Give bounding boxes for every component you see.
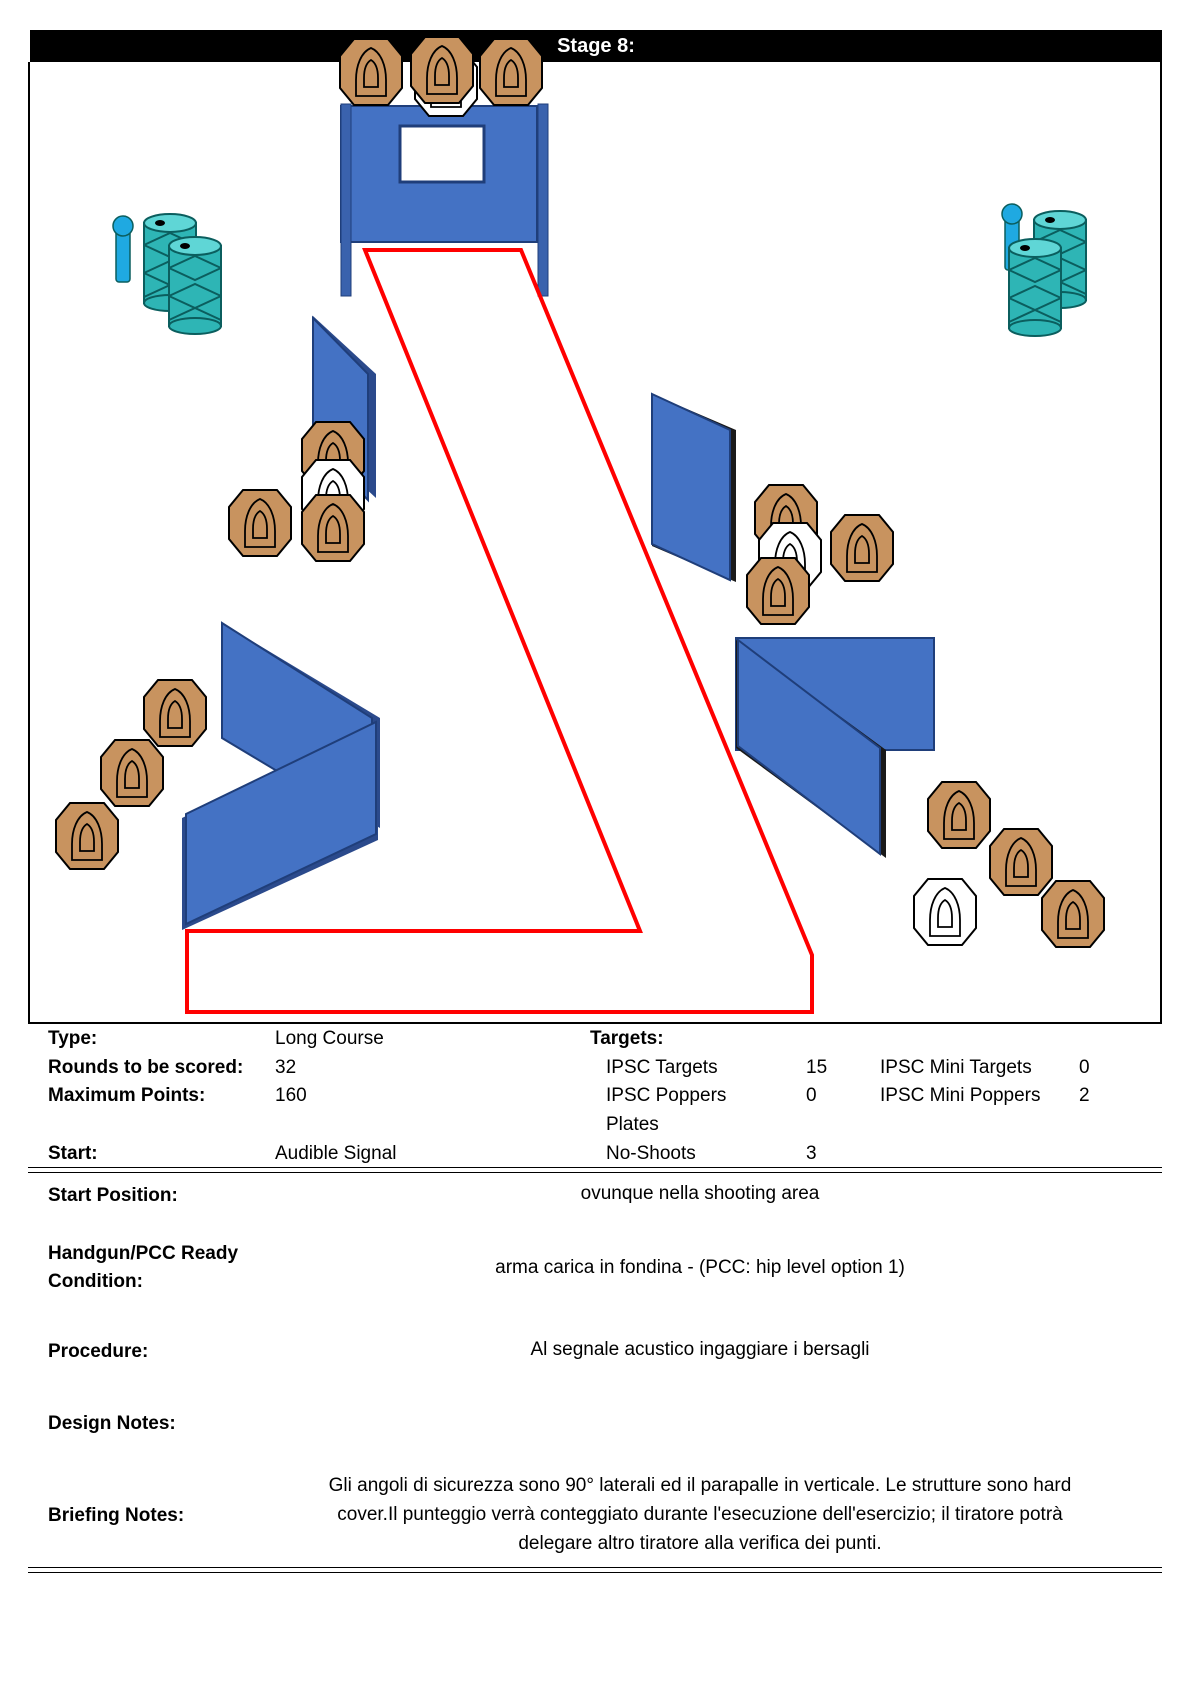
stage-title: Stage 8: bbox=[30, 30, 1162, 62]
barrel bbox=[1008, 238, 1062, 337]
no-shoots-label: No-Shoots bbox=[606, 1143, 696, 1164]
procedure-label: Procedure: bbox=[48, 1341, 149, 1362]
stage-diagram-frame bbox=[28, 62, 1162, 1024]
ipsc-target bbox=[989, 828, 1053, 896]
start-position-value: ovunque nella shooting area bbox=[580, 1183, 820, 1204]
ipsc-target bbox=[228, 489, 292, 557]
ipsc-targets-label: IPSC Targets bbox=[606, 1057, 718, 1078]
max-points-value: 160 bbox=[275, 1085, 307, 1106]
ready-condition-label-line2: Condition: bbox=[48, 1271, 143, 1292]
briefing-notes-label: Briefing Notes: bbox=[48, 1505, 185, 1526]
ipsc-poppers-value: 0 bbox=[806, 1085, 817, 1106]
ipsc-target bbox=[479, 38, 543, 106]
mini-poppers-label: IPSC Mini Poppers bbox=[880, 1085, 1041, 1106]
type-value: Long Course bbox=[275, 1028, 384, 1049]
top-targets bbox=[339, 36, 543, 117]
mini-targets-value: 0 bbox=[1079, 1057, 1090, 1078]
targets-label: Targets: bbox=[590, 1028, 664, 1049]
ipsc-target bbox=[100, 739, 164, 807]
right-lower-wall bbox=[735, 637, 935, 858]
ipsc-target bbox=[746, 557, 810, 625]
start-position-label: Start Position: bbox=[48, 1185, 178, 1206]
right-lower-targets bbox=[913, 781, 1105, 948]
start-label: Start: bbox=[48, 1143, 98, 1164]
right-upper-targets bbox=[746, 484, 894, 625]
divider bbox=[28, 1567, 1162, 1568]
ipsc-target bbox=[339, 38, 403, 106]
ipsc-target bbox=[830, 514, 894, 582]
right-upper-wall bbox=[651, 392, 736, 582]
briefing-notes-line2: cover.Il punteggio verrà conteggiato dur… bbox=[337, 1504, 1063, 1525]
divider bbox=[28, 1172, 1162, 1173]
rounds-value: 32 bbox=[275, 1057, 297, 1078]
briefing-notes-line3: delegare altro tiratore alla verifica de… bbox=[518, 1533, 882, 1554]
divider bbox=[28, 1167, 1162, 1168]
ipsc-target bbox=[927, 781, 991, 849]
no-shoot-target bbox=[913, 878, 977, 946]
rounds-label: Rounds to be scored: bbox=[48, 1057, 244, 1078]
back-wall bbox=[340, 103, 549, 297]
ready-condition-label-line1: Handgun/PCC Ready bbox=[48, 1243, 239, 1264]
procedure-value: Al segnale acustico ingaggiare i bersagl… bbox=[530, 1339, 870, 1360]
start-value: Audible Signal bbox=[275, 1143, 397, 1164]
mini-targets-label: IPSC Mini Targets bbox=[880, 1057, 1032, 1078]
ipsc-target bbox=[410, 36, 474, 104]
left-barrels bbox=[112, 213, 222, 335]
ipsc-target bbox=[1041, 880, 1105, 948]
shooting-area-fault-line bbox=[185, 248, 814, 1014]
ipsc-targets-value: 15 bbox=[806, 1057, 828, 1078]
design-notes-label: Design Notes: bbox=[48, 1413, 176, 1434]
plates-label: Plates bbox=[606, 1114, 659, 1135]
max-points-label: Maximum Points: bbox=[48, 1085, 206, 1106]
briefing-notes-line1: Gli angoli di sicurezza sono 90° lateral… bbox=[328, 1475, 1072, 1496]
type-label: Type: bbox=[48, 1028, 98, 1049]
divider bbox=[28, 1572, 1162, 1573]
left-lower-wall bbox=[182, 621, 380, 930]
mini-poppers-value: 2 bbox=[1079, 1085, 1090, 1106]
left-upper-targets bbox=[228, 421, 365, 562]
ready-condition-value: arma carica in fondina - (PCC: hip level… bbox=[495, 1257, 905, 1278]
barrel bbox=[168, 236, 222, 335]
stage-diagram bbox=[55, 36, 1105, 1014]
right-barrels bbox=[1001, 203, 1087, 337]
ipsc-poppers-label: IPSC Poppers bbox=[606, 1085, 727, 1106]
no-shoots-value: 3 bbox=[806, 1143, 817, 1164]
ipsc-target bbox=[301, 494, 365, 562]
ipsc-target bbox=[143, 679, 207, 747]
ipsc-target bbox=[55, 802, 119, 870]
